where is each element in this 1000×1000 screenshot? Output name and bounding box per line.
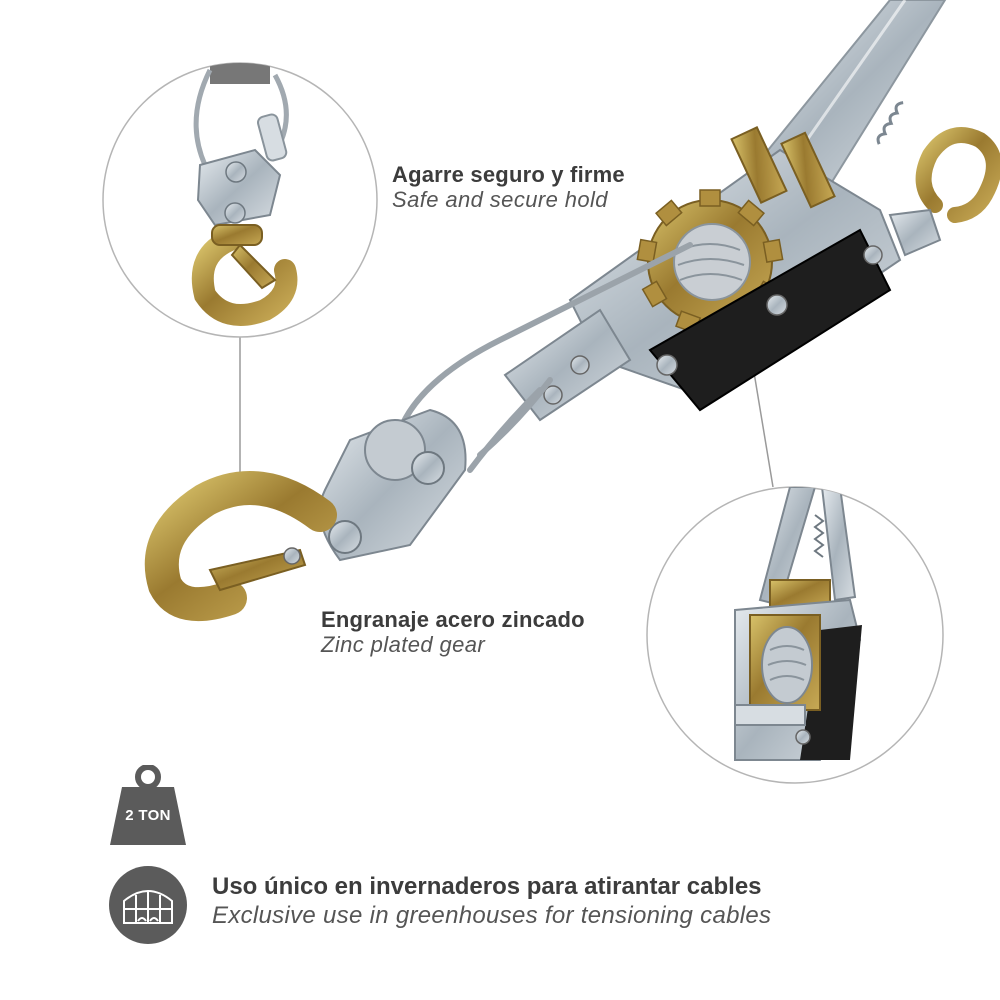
callout-hold-title-en: Safe and secure hold	[392, 187, 608, 213]
weight-icon	[110, 764, 186, 845]
cable-puller-main	[144, 0, 1000, 622]
callout-secure-hold: Agarre seguro y firme Safe and secure ho…	[392, 162, 625, 213]
greenhouse-badge	[108, 865, 188, 945]
detail-circle-gear	[646, 486, 944, 784]
detail-circle-hook	[102, 62, 378, 338]
feature-title-en: Exclusive use in greenhouses for tension…	[212, 901, 772, 929]
feature-title-es: Uso único en invernaderos para atirantar…	[212, 873, 762, 900]
feature-greenhouse-use: Uso único en invernaderos para atirantar…	[212, 873, 771, 931]
weight-label: 2 TON	[125, 807, 171, 824]
callout-gear-title-es: Engranaje acero zincado	[321, 607, 585, 632]
callout-gear-title-en: Zinc plated gear	[321, 632, 486, 658]
callout-zinc-gear: Engranaje acero zincado Zinc plated gear	[321, 607, 585, 658]
weight-badge: 2 TON	[108, 764, 188, 847]
callout-hold-title-es: Agarre seguro y firme	[392, 162, 625, 187]
greenhouse-icon	[109, 866, 187, 944]
